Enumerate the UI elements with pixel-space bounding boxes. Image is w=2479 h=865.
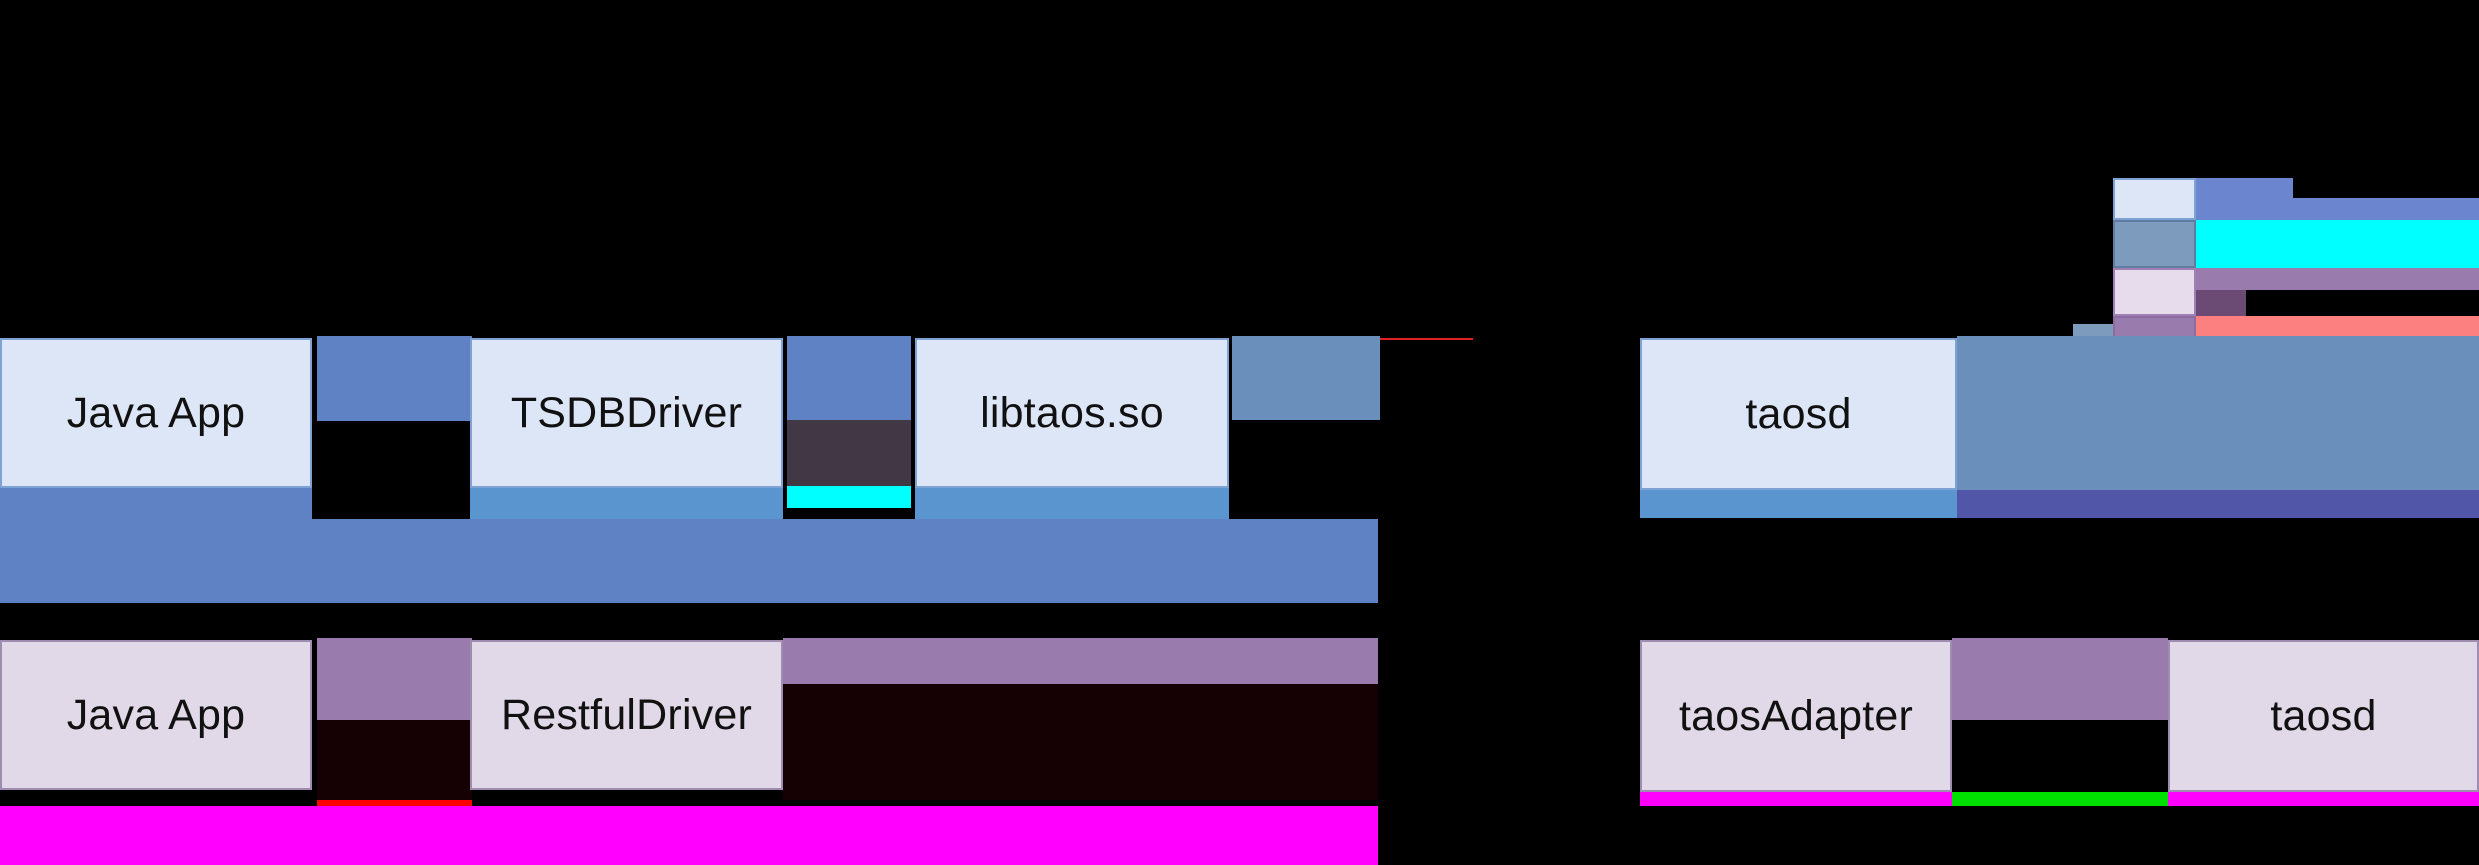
node-java-app-native[interactable]: Java App [0,338,312,488]
connector-native-2-underline [787,486,911,508]
legend-swatch-lightblue [2113,178,2196,220]
node-label: Java App [66,388,246,437]
node-label: Java App [66,690,246,739]
node-restfuldriver[interactable]: RestfulDriver [470,640,783,790]
legend [2113,178,2479,344]
taosd-native-base [1640,490,1957,518]
connector-native-3-rule [1380,338,1473,340]
node-taosadapter[interactable]: taosAdapter [1640,640,1952,792]
connector-rest-3-underline [1952,792,2168,806]
connector-rest-2-arrow [783,684,1378,800]
connector-rest-1-arrow [317,720,472,800]
connector-rest-2-label-redacted [783,638,1378,684]
legend-label-lightblue-rule [2196,198,2479,220]
node-label: RestfulDriver [500,690,753,739]
native-row-strip-a [0,488,312,520]
connector-rest-3-arrow [1952,720,2168,792]
connector-native-2-arrow [787,420,911,486]
node-java-app-rest[interactable]: Java App [0,640,312,790]
node-taosd-rest[interactable]: taosd [2168,640,2479,792]
node-label: taosd [1745,389,1852,438]
legend-label-lightpurple-redacted [2196,290,2246,316]
connector-rest-1-label-redacted [317,638,472,720]
native-cluster-band-base [1957,490,2479,518]
native-row-strip-c [915,488,1229,520]
legend-swatch-lightpurple [2113,268,2196,316]
node-label: taosAdapter [1678,691,1914,740]
node-tsdbdriver[interactable]: TSDBDriver [470,338,783,488]
native-row-strip-b [470,488,783,520]
taosd-rest-base-strip [2168,792,2479,806]
connector-native-1-arrow [317,421,472,504]
node-label: libtaos.so [980,388,1164,437]
legend-label-lightpurple-rule [2196,268,2479,290]
connector-native-3-label-redacted [1232,336,1380,420]
native-cluster-band [1957,336,2479,490]
node-taosd-native[interactable]: taosd [1640,338,1957,490]
rest-row-bottom-band-left [0,806,1378,865]
connector-native-2-label-redacted [787,336,911,420]
legend-label-steel-redacted [2196,220,2479,268]
mid-section-band [0,519,1378,603]
node-label: TSDBDriver [510,388,743,437]
legend-label-lightblue-redacted [2196,178,2293,198]
legend-swatch-steel [2113,220,2196,268]
connector-native-1-label-redacted [317,336,472,421]
node-label: taosd [2270,691,2377,740]
connector-rest-3-label-redacted [1952,638,2168,720]
taosadapter-base-strip [1640,792,1952,806]
node-libtaos[interactable]: libtaos.so [915,338,1229,488]
